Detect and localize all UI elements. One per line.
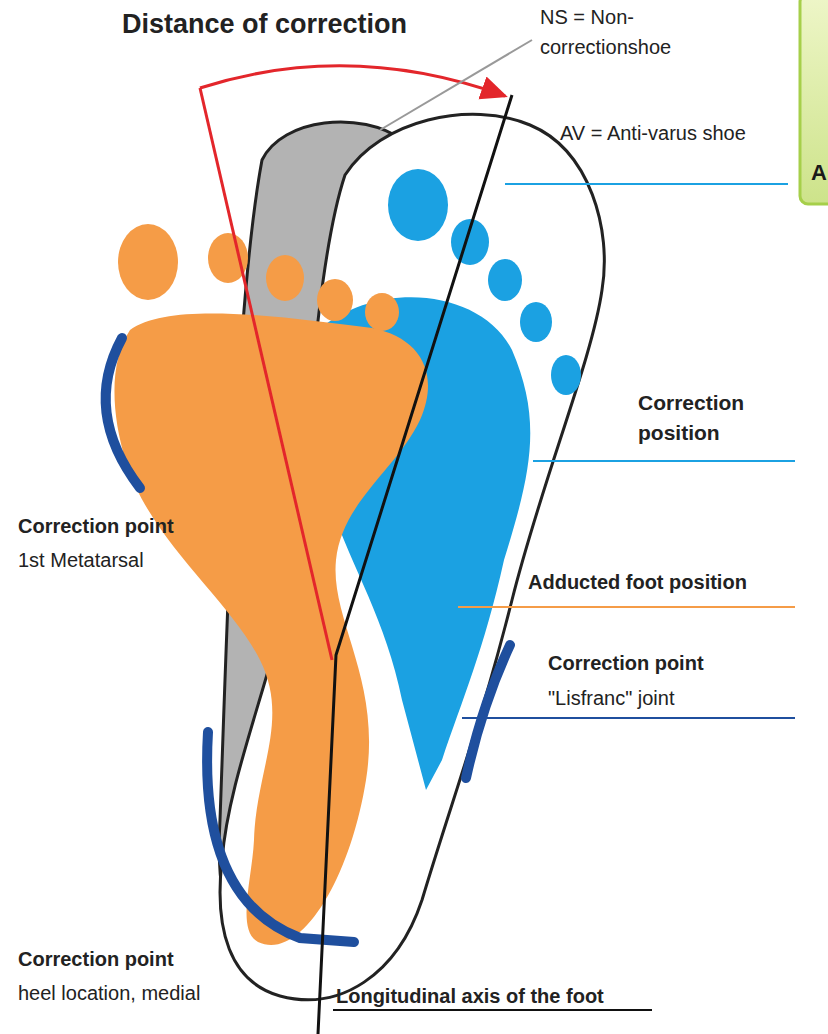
correction-point-heading: Correction point <box>18 947 174 971</box>
correction-point-detail: 1st Metatarsal <box>18 548 144 572</box>
correction-bars <box>106 338 510 942</box>
position-label: Adducted foot position <box>528 570 747 594</box>
position-label: Correction position <box>638 388 788 449</box>
correction-point-heading: Correction point <box>18 514 174 538</box>
shoe-label: AV = Anti-varus shoe <box>560 118 750 148</box>
axis-label: Longitudinal axis of the foot <box>336 984 604 1008</box>
correction-arc-arrow <box>200 66 505 96</box>
lisfranc-leader <box>462 717 795 719</box>
position-leader <box>533 460 795 462</box>
diagram-title: Distance of correction <box>122 8 407 40</box>
correction-point-heading: Correction point <box>548 651 704 675</box>
correction-point-detail: "Lisfranc" joint <box>548 686 674 710</box>
green-tab <box>800 0 828 204</box>
correction-point-detail: heel location, medial <box>18 981 200 1005</box>
av-leader <box>505 183 788 185</box>
axis-underline <box>333 1009 652 1011</box>
adducted-leader <box>458 606 795 608</box>
adducted-foot <box>114 224 428 945</box>
shoe-label: NS = Non-correctionshoe <box>540 2 740 62</box>
ns-leader <box>380 40 532 130</box>
longitudinal-axis <box>318 95 512 1034</box>
tab-letter: A <box>811 160 827 186</box>
correction-angle-line <box>200 88 332 660</box>
